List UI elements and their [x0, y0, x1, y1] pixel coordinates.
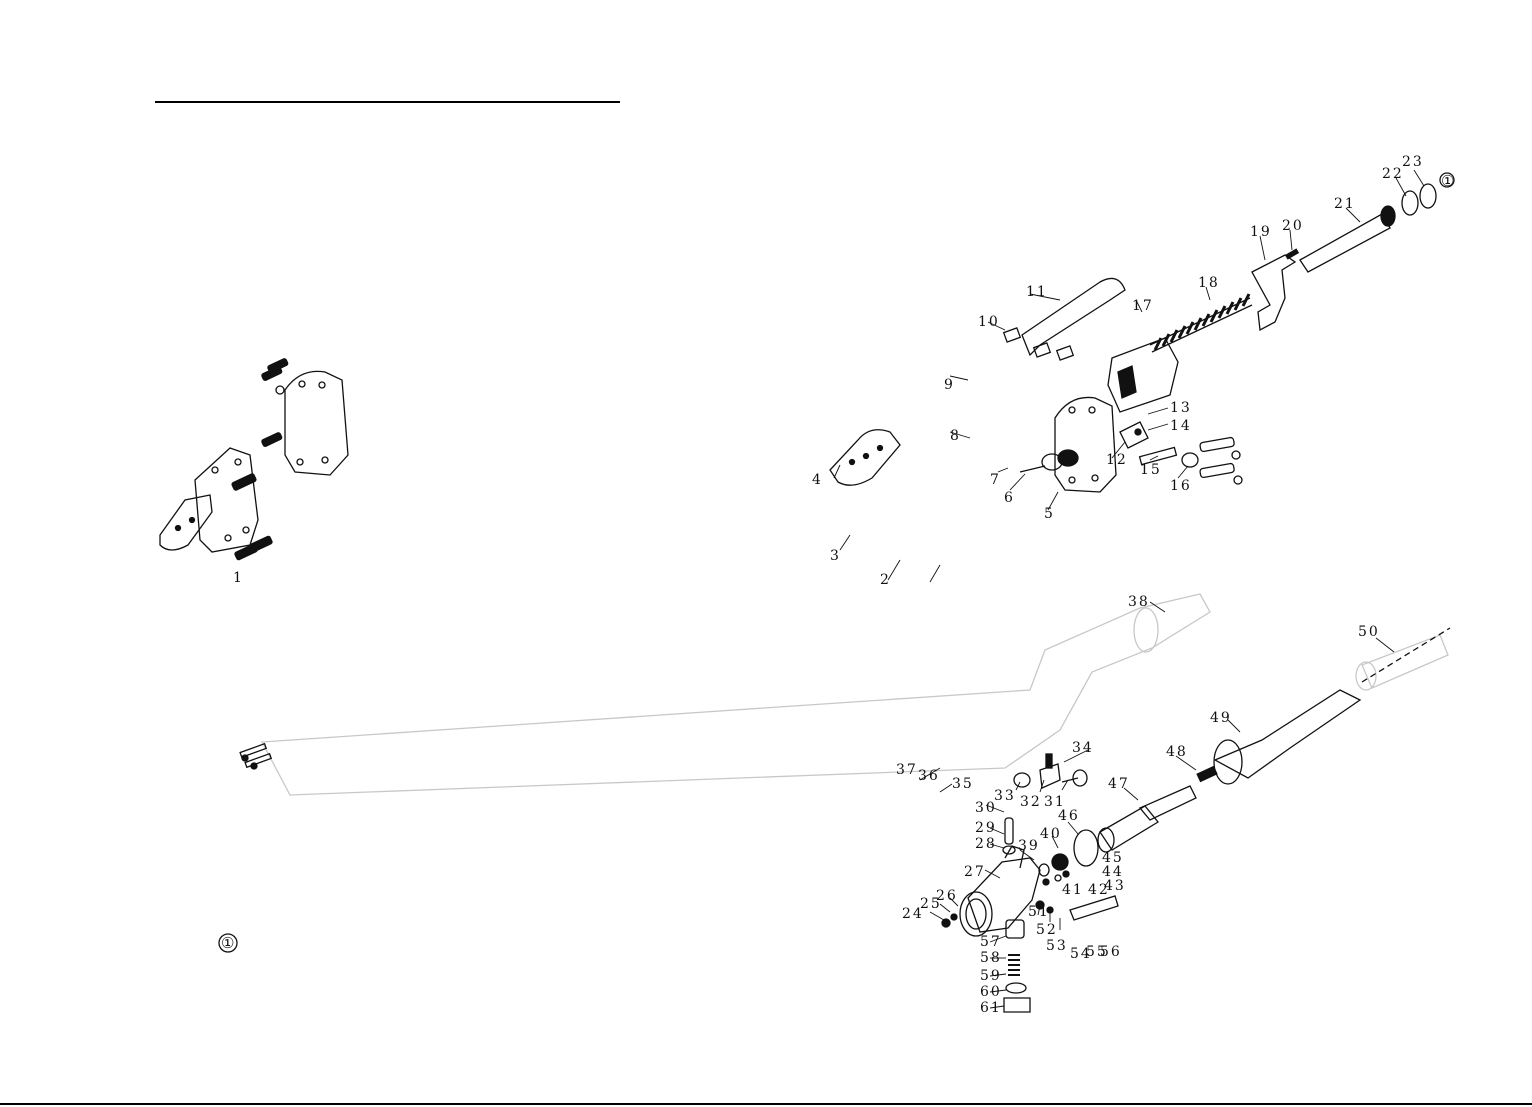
callout-34: 34 — [1072, 740, 1094, 756]
callout-15: 15 — [1140, 462, 1162, 478]
callout-52: 52 — [1036, 922, 1058, 938]
callout-33: 33 — [994, 788, 1016, 804]
callout-13: 13 — [1170, 400, 1192, 416]
callout-47: 47 — [1108, 776, 1130, 792]
callout-14: 14 — [1170, 418, 1192, 434]
callout-56: 56 — [1100, 944, 1122, 960]
callout-41: 41 — [1062, 882, 1084, 898]
callout-36: 36 — [918, 768, 940, 784]
callout-3: 3 — [830, 548, 841, 564]
callout-53: 53 — [1046, 938, 1068, 954]
callout-22: 22 — [1382, 166, 1404, 182]
callout-27: 27 — [964, 864, 986, 880]
callout-59: 59 — [980, 968, 1002, 984]
part-61-plug — [1004, 998, 1030, 1012]
callout-6: 6 — [1004, 490, 1015, 506]
part-3-jaw — [160, 495, 212, 550]
part-46-ring — [1074, 830, 1098, 866]
callout-12: 12 — [1106, 452, 1128, 468]
callout-51: 51 — [1028, 904, 1050, 920]
callout-32: 32 — [1020, 794, 1042, 810]
callout-20: 20 — [1282, 218, 1304, 234]
callout-17: 17 — [1132, 298, 1154, 314]
callout-18: 18 — [1198, 275, 1220, 291]
part-22-ring — [1402, 191, 1418, 215]
callout-37: 37 — [896, 762, 918, 778]
callout-38: 38 — [1128, 594, 1150, 610]
callout-57: 57 — [980, 934, 1002, 950]
callout-19: 19 — [1250, 224, 1272, 240]
part-21-rod — [1300, 214, 1390, 272]
callout-49: 49 — [1210, 710, 1232, 726]
part-19-yoke — [1252, 255, 1295, 330]
callout-46: 46 — [1058, 808, 1080, 824]
callout-45: 45 — [1102, 850, 1124, 866]
callout-21: 21 — [1334, 196, 1356, 212]
callout-4: 4 — [812, 472, 823, 488]
part-7-side-plate — [285, 371, 348, 475]
callout-40: 40 — [1040, 826, 1062, 842]
callout-28: 28 — [975, 836, 997, 852]
callout-50: 50 — [1358, 624, 1380, 640]
callout-11: 11 — [1026, 284, 1048, 300]
callout-43: 43 — [1104, 878, 1126, 894]
callout-35: 35 — [952, 776, 974, 792]
part-5-side-plate — [1055, 397, 1116, 492]
callout-16: 16 — [1170, 478, 1192, 494]
callout-48: 48 — [1166, 744, 1188, 760]
upper-callouts: 1 2 3 4 5 6 7 8 9 10 11 12 13 14 15 16 1… — [233, 154, 1454, 588]
part-2-side-plate — [195, 448, 258, 552]
part-49-tube — [1215, 690, 1360, 778]
part-55-lever — [1070, 896, 1118, 920]
callout-circled-1-lower: ① — [221, 934, 234, 952]
callout-8: 8 — [950, 428, 961, 444]
callout-26: 26 — [936, 888, 958, 904]
callout-1: 1 — [233, 570, 244, 586]
callout-2: 2 — [880, 572, 891, 588]
callout-circled-1-upper: ① — [1441, 172, 1454, 190]
lower-assembly — [219, 594, 1450, 1012]
callout-44: 44 — [1102, 864, 1124, 880]
callout-23: 23 — [1402, 154, 1424, 170]
callout-58: 58 — [980, 950, 1002, 966]
callout-61: 61 — [980, 1000, 1002, 1016]
callout-10: 10 — [978, 314, 1000, 330]
callout-29: 29 — [975, 820, 997, 836]
callout-7: 7 — [990, 472, 1001, 488]
lower-callouts: 24 25 26 27 28 29 30 31 32 33 34 35 36 3… — [221, 594, 1380, 1016]
callout-60: 60 — [980, 984, 1002, 1000]
upper-assembly — [158, 0, 1454, 582]
part-23-ring — [1420, 184, 1436, 208]
ghost-handle — [262, 594, 1448, 795]
callout-5: 5 — [1044, 506, 1055, 522]
callout-9: 9 — [944, 377, 955, 393]
page-bottom-rule — [0, 1103, 1532, 1105]
part-18-spring — [1150, 294, 1252, 352]
callout-39: 39 — [1018, 838, 1040, 854]
